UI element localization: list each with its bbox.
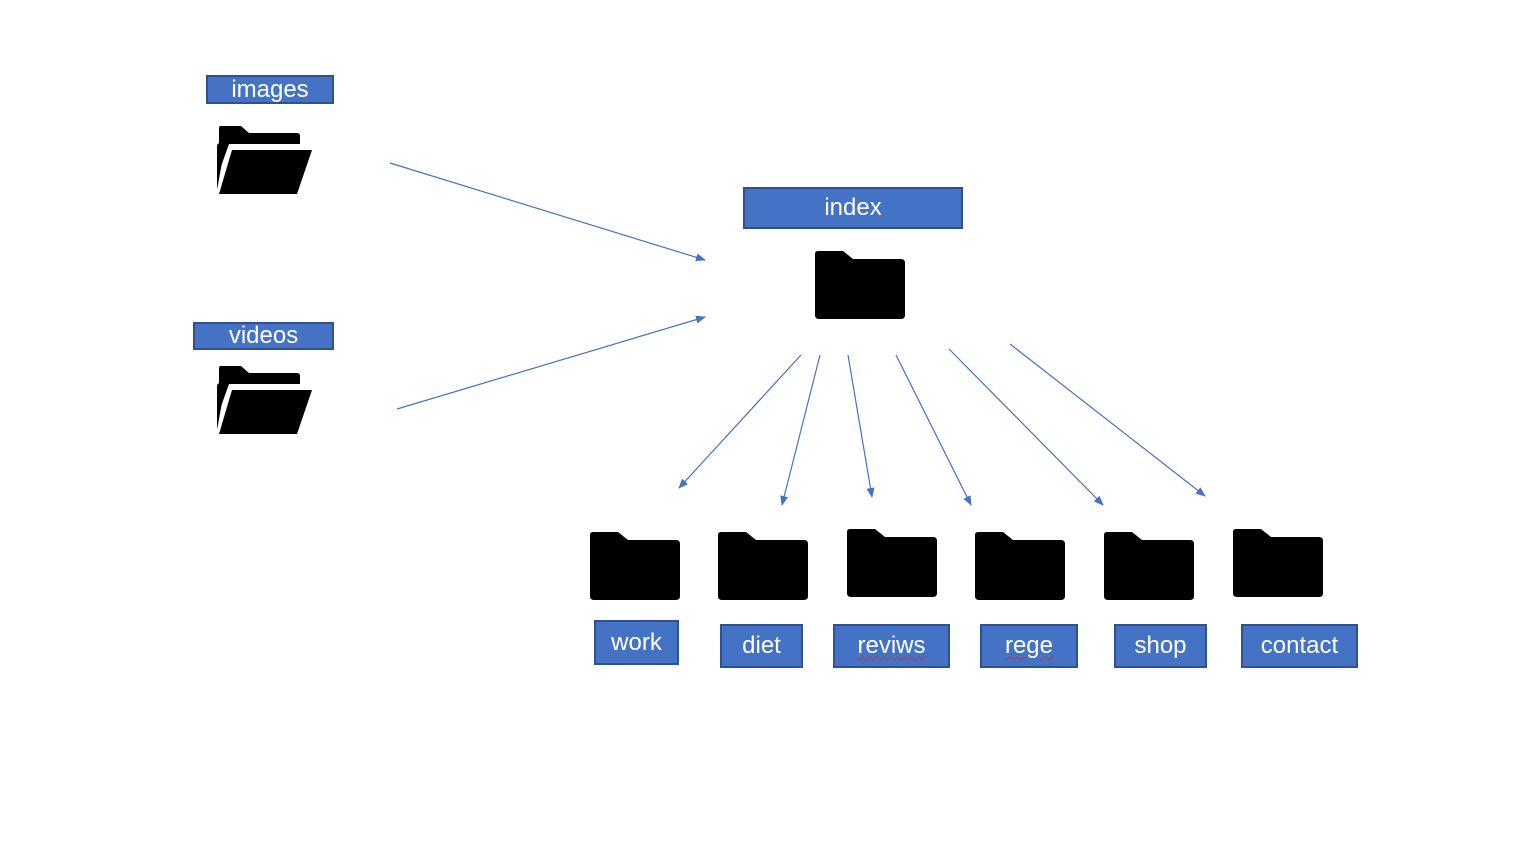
arrow-index-to-contact: [1009, 343, 1206, 497]
label-contact-text: contact: [1260, 632, 1339, 659]
label-rege: rege: [980, 624, 1078, 668]
label-diet-text: diet: [742, 632, 781, 659]
folder-contact-icon: [1233, 529, 1323, 597]
folder-rege-icon: [975, 532, 1065, 600]
label-images: images: [206, 75, 334, 104]
arrow-index-to-work: [678, 354, 802, 489]
arrow-images-to-index: [389, 162, 706, 262]
arrow-index-to-reviws: [847, 354, 875, 498]
arrow-index-to-diet: [780, 354, 821, 506]
label-videos: videos: [193, 322, 334, 350]
folder-images-icon: [217, 126, 312, 194]
label-rege-text: rege: [1004, 632, 1054, 659]
arrow-index-to-shop: [948, 348, 1104, 506]
arrow-index-to-rege: [895, 354, 972, 506]
label-shop: shop: [1114, 624, 1207, 668]
arrow-videos-to-index: [396, 315, 706, 410]
label-work: work: [594, 620, 679, 665]
label-contact: contact: [1241, 624, 1358, 668]
folder-reviws-icon: [847, 529, 937, 597]
folder-index-icon: [815, 251, 905, 319]
child-arrows: [678, 343, 1206, 506]
label-index: index: [743, 187, 963, 229]
label-index-text: index: [824, 194, 882, 221]
label-work-text: work: [611, 628, 662, 656]
folder-work-icon: [590, 532, 680, 600]
label-shop-text: shop: [1134, 632, 1187, 659]
label-images-text: images: [231, 75, 309, 103]
label-reviws-text: reviws: [857, 632, 926, 659]
folder-videos-icon: [217, 366, 312, 434]
source-arrows: [389, 162, 706, 410]
folder-shop-icon: [1104, 532, 1194, 600]
label-reviws: reviws: [833, 624, 950, 668]
label-diet: diet: [720, 624, 803, 668]
label-videos-text: videos: [228, 322, 299, 349]
folder-diet-icon: [718, 532, 808, 600]
